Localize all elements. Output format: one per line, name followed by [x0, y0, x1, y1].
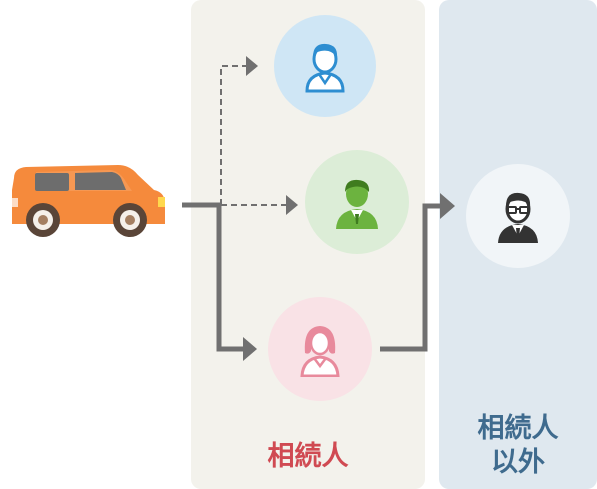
non-heirs-label-line2: 以外 — [491, 447, 545, 478]
solid-arrowhead-non-heir — [440, 193, 455, 219]
non-heir-man — [466, 164, 570, 268]
dashed-arrowhead-blue — [246, 56, 258, 76]
heirs-label: 相続人 — [267, 441, 349, 472]
dashed-arrowhead-green — [286, 195, 298, 215]
solid-arrowhead-pink — [243, 337, 257, 361]
dashed-arrow-to-blue — [220, 65, 246, 205]
male-heir-green — [305, 150, 409, 254]
solid-arrow-to-pink — [182, 202, 244, 352]
male-heir-blue — [274, 15, 376, 117]
non-heirs-label-line1: 相続人 — [477, 413, 559, 444]
car-icon — [12, 165, 165, 237]
solid-arrow-to-non-heir — [380, 203, 441, 352]
male-heir-blue-icon — [305, 43, 345, 93]
male-heir-green-icon — [336, 179, 378, 229]
non-heirs-label: 相続人 以外 — [439, 412, 597, 480]
non-heir-man-icon — [498, 192, 538, 243]
female-heir-pink-icon — [300, 326, 340, 377]
female-heir-pink — [268, 297, 372, 401]
